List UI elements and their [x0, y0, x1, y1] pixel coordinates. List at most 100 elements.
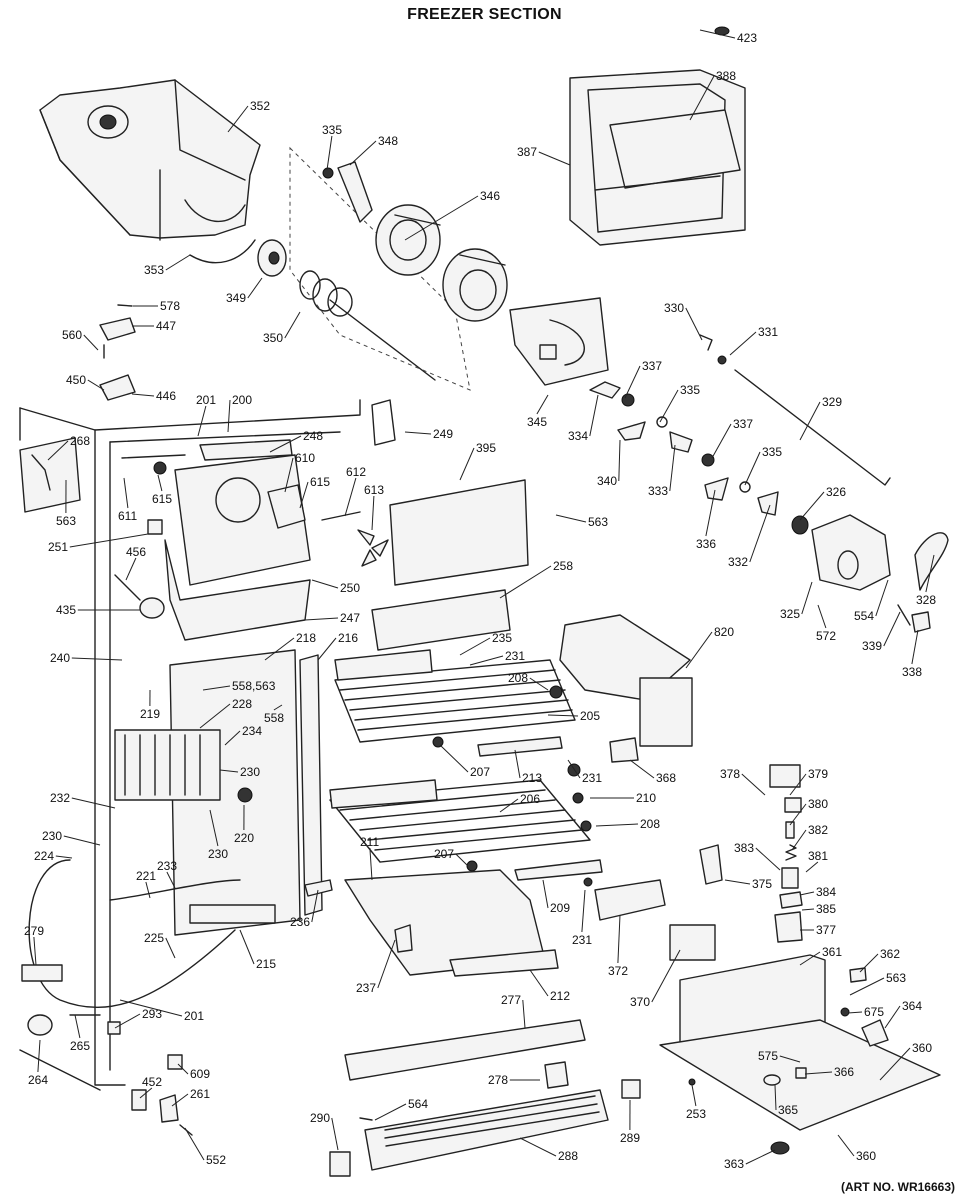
leader-line-385 [801, 908, 815, 911]
part-384 [779, 891, 803, 909]
part-label-450: 450 [66, 373, 86, 387]
leader-line-615a [157, 474, 163, 492]
light-socket-268 [19, 437, 81, 513]
part-label-265: 265 [70, 1039, 90, 1053]
callout-456: 456 [125, 545, 146, 581]
leader-line-615b [299, 481, 309, 509]
part-label-345: 345 [527, 415, 547, 429]
part-label-208b: 208 [640, 817, 660, 831]
part-label-236: 236 [290, 915, 310, 929]
part-label-332: 332 [728, 555, 748, 569]
part-label-383: 383 [734, 841, 754, 855]
part-615 [153, 461, 167, 475]
callout-378: 378 [720, 767, 766, 796]
part-label-232: 232 [50, 791, 70, 805]
callout-293: 293 [114, 1007, 162, 1029]
callout-247: 247 [304, 611, 360, 625]
part-label-200: 200 [232, 393, 252, 407]
rail-258 [371, 589, 511, 651]
callout-278: 278 [488, 1073, 540, 1087]
callout-289: 289 [620, 1099, 640, 1145]
part-330 [699, 334, 713, 351]
part-label-247: 247 [340, 611, 360, 625]
part-label-225: 225 [144, 931, 164, 945]
callout-435: 435 [56, 603, 140, 617]
part-label-248: 248 [303, 429, 323, 443]
leader-line-363 [745, 1149, 776, 1165]
callout-564: 564 [374, 1097, 428, 1121]
leader-line-279 [33, 936, 37, 966]
leader-line-349 [247, 277, 263, 299]
part-label-212: 212 [550, 989, 570, 1003]
part-label-288: 288 [558, 1149, 578, 1163]
callout-277: 277 [501, 993, 526, 1029]
part-380 [785, 821, 795, 839]
rail-235 [334, 649, 433, 681]
part-label-340: 340 [597, 474, 617, 488]
leader-line-334 [589, 394, 599, 437]
cover-328 [914, 532, 949, 591]
part-label-456: 456 [126, 545, 146, 559]
callout-554: 554 [854, 579, 889, 623]
part-label-361: 361 [822, 945, 842, 959]
callout-379: 379 [789, 767, 828, 796]
callout-337b: 337 [711, 417, 753, 459]
callout-365: 365 [774, 1084, 798, 1117]
leader-line-330 [685, 307, 703, 341]
callout-219: 219 [140, 689, 160, 721]
fan-motor-610 [267, 484, 306, 529]
callout-820: 820 [685, 625, 734, 669]
leader-line-265 [74, 1014, 81, 1039]
leader-line-452 [139, 1087, 153, 1099]
callout-552: 552 [184, 1127, 226, 1167]
leader-line-201b [119, 999, 183, 1017]
part-label-558: 558 [264, 711, 284, 725]
part-label-293: 293 [142, 1007, 162, 1021]
motor-housing-325 [811, 514, 891, 591]
callout-335a: 335 [322, 123, 342, 171]
part-label-352: 352 [250, 99, 270, 113]
part-label-578: 578 [160, 299, 180, 313]
part-label-207b: 207 [434, 847, 454, 861]
part-326 [791, 515, 809, 535]
solenoid-378 [769, 764, 801, 788]
callout-675: 675 [847, 1005, 884, 1019]
part-label-328: 328 [916, 593, 936, 607]
back-panel-218 [169, 649, 301, 936]
part-label-552: 552 [206, 1153, 226, 1167]
leader-line-207a [439, 744, 469, 773]
gear-333 [669, 431, 693, 453]
part-label-563a: 563 [56, 514, 76, 528]
part-label-201b: 201 [184, 1009, 204, 1023]
part-label-366: 366 [834, 1065, 854, 1079]
part-366 [795, 1067, 807, 1079]
bracket-368 [609, 737, 639, 763]
part-label-675: 675 [864, 1005, 884, 1019]
part-label-554: 554 [854, 609, 874, 623]
channel-216 [299, 654, 323, 916]
leader-line-387 [538, 151, 571, 166]
part-label-362: 362 [880, 947, 900, 961]
callout-370: 370 [630, 949, 681, 1009]
leader-line-563b [555, 514, 587, 523]
leader-line-230b [63, 835, 101, 846]
callout-329: 329 [799, 395, 842, 441]
callout-210: 210 [590, 791, 656, 805]
leader-line-575 [779, 1055, 801, 1063]
callout-611: 611 [118, 477, 137, 523]
part-label-289: 289 [620, 1131, 640, 1145]
part-label-233: 233 [157, 859, 177, 873]
leader-line-675 [847, 1011, 863, 1014]
leader-line-450 [87, 379, 105, 391]
callout-212: 212 [529, 969, 570, 1003]
part-label-820: 820 [714, 625, 734, 639]
rod-329 [734, 369, 891, 486]
callout-224: 224 [34, 849, 73, 863]
leader-line-328 [925, 554, 935, 593]
part-label-253: 253 [686, 1107, 706, 1121]
shelf-206 [329, 779, 591, 863]
rail-206-top [329, 779, 438, 809]
callout-240: 240 [50, 651, 123, 665]
callout-563a: 563 [56, 479, 76, 528]
wire-611 [121, 454, 186, 459]
